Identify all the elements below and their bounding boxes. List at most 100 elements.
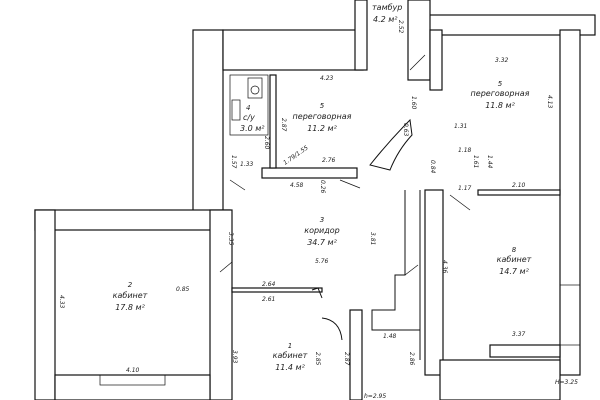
wall-right-inner-upper [429, 29, 443, 91]
svg-text:11.8 м²: 11.8 м² [485, 101, 515, 110]
dim-label: 1.57 [230, 155, 237, 169]
dim-label: 3.37 [512, 331, 526, 338]
svg-text:переговорная: переговорная [471, 89, 530, 98]
svg-text:14.7 м²: 14.7 м² [499, 267, 529, 276]
dim-label: 1.31 [454, 123, 467, 130]
dim-label: 1.60 [410, 96, 417, 110]
dim-label: 3.81 [369, 232, 376, 245]
room-label-wc: 4 с/у 3.0 м² [240, 104, 265, 133]
door-swing-icon [229, 179, 246, 191]
svg-text:4: 4 [246, 104, 250, 112]
svg-text:34.7 м²: 34.7 м² [307, 238, 337, 247]
svg-text:11.4 м²: 11.4 м² [275, 363, 305, 372]
dim-label: 4.33 [58, 295, 65, 309]
dim-label: 3.35 [227, 232, 234, 246]
room-label-cabinet-8: 8 кабинет 14.7 м² [497, 246, 532, 276]
dim-label: 4.58 [290, 182, 304, 189]
dim-label: 2.87 [343, 352, 350, 366]
dim-label: 1.48 [383, 333, 397, 340]
wall-cabinet8-bottom [489, 344, 561, 358]
svg-text:5: 5 [498, 80, 503, 88]
sink-icon [231, 99, 241, 121]
dim-label: 3.93 [231, 350, 238, 364]
dim-label: 0.26 [319, 180, 326, 194]
dim-label: 2.85 [314, 352, 321, 366]
dim-label: 2.52 [397, 20, 404, 34]
svg-text:с/у: с/у [243, 113, 255, 122]
window-left [99, 374, 166, 386]
corridor-height-label: h=2.95 [364, 393, 386, 400]
wall-between-1-2 [209, 209, 233, 400]
stepped-wall [371, 190, 421, 360]
room-label-tambur: тамбур 4.2 м² [372, 3, 402, 24]
svg-text:коридор: коридор [304, 226, 340, 235]
dim-label: 1.61 [472, 155, 479, 168]
room-label-meeting-1: 5 переговорная 11.2 м² [293, 102, 352, 133]
dimensions: 2.52 4.23 3.32 4.13 2.87 2.60 1.57 1.33 … [58, 20, 553, 374]
dim-label: 1.18 [458, 147, 472, 154]
svg-text:тамбур: тамбур [372, 3, 402, 12]
ceiling-height-label: H=3.25 [555, 379, 578, 386]
toilet-icon [247, 77, 263, 99]
wall-bottom-left [54, 374, 211, 400]
svg-text:4.2 м²: 4.2 м² [373, 15, 398, 24]
wall-meeting-left [269, 74, 277, 169]
svg-text:кабинет: кабинет [273, 351, 308, 360]
dim-label: 2.86 [408, 352, 415, 366]
wall-meeting-bottom [261, 167, 358, 179]
svg-text:переговорная: переговорная [293, 112, 352, 121]
dim-label: 1.17 [458, 185, 472, 192]
room-label-cabinet-2: 2 кабинет 17.8 м² [113, 281, 148, 312]
dim-label: 0.84 [429, 160, 436, 174]
wall-left-upper [192, 29, 224, 221]
door-swing-icon [219, 261, 233, 273]
room-label-corridor: 3 коридор 34.7 м² [304, 216, 340, 247]
curved-partition [369, 118, 413, 171]
wall-tambur-left [354, 0, 368, 71]
dim-label: 4.10 [126, 367, 140, 374]
dim-label: 0.63 [402, 123, 409, 137]
dim-label: 2.10 [512, 182, 526, 189]
dim-label: 4.23 [320, 75, 334, 82]
cabinet1-niche [311, 287, 323, 299]
wall-cabinet1-right [349, 309, 363, 400]
svg-text:кабинет: кабинет [497, 255, 532, 264]
dim-label: 2.87 [280, 118, 287, 132]
dim-label: 4.36 [441, 260, 448, 274]
dim-label: 1.44 [486, 155, 493, 169]
svg-text:3.0 м²: 3.0 м² [240, 124, 265, 133]
dim-label: 2.64 [262, 281, 276, 288]
door-swing-icon [409, 54, 426, 71]
wall-left-outer [34, 209, 56, 400]
door-swing-icon [449, 194, 471, 211]
room-label-meeting-2: 5 переговорная 11.8 м² [471, 80, 530, 110]
door-swing-icon [404, 264, 419, 276]
window-right [559, 284, 581, 346]
dim-label: 2.61 [262, 296, 275, 303]
rotated-dim-label: 1.79/1.55 [282, 144, 310, 166]
dim-label: 5.76 [315, 258, 329, 265]
door-swing-icon [339, 179, 361, 189]
wall-left-top [34, 209, 231, 231]
svg-text:3: 3 [320, 216, 324, 224]
walls [34, 0, 596, 400]
svg-text:1: 1 [288, 342, 292, 350]
wall-tambur-right [407, 0, 431, 81]
wall-cabinet1-top [231, 287, 323, 293]
dim-label: 0.85 [176, 286, 190, 293]
svg-text:кабинет: кабинет [113, 291, 148, 300]
room-label-cabinet-1: 1 кабинет 11.4 м² [273, 342, 308, 372]
svg-text:17.8 м²: 17.8 м² [115, 303, 145, 312]
toilet-bowl-icon [250, 85, 260, 95]
wall-bottom-right [439, 359, 561, 400]
dim-label: 4.13 [546, 95, 553, 109]
wall-right-outer [559, 29, 581, 376]
dim-label: 3.32 [495, 57, 509, 64]
wall-cabinet8-top [477, 189, 561, 196]
dim-label: 2.60 [263, 136, 270, 150]
wall-cabinet8-left [424, 189, 444, 376]
dim-label: 1.33 [240, 161, 254, 168]
wc-room [229, 74, 269, 136]
wall-top-left [222, 29, 364, 71]
